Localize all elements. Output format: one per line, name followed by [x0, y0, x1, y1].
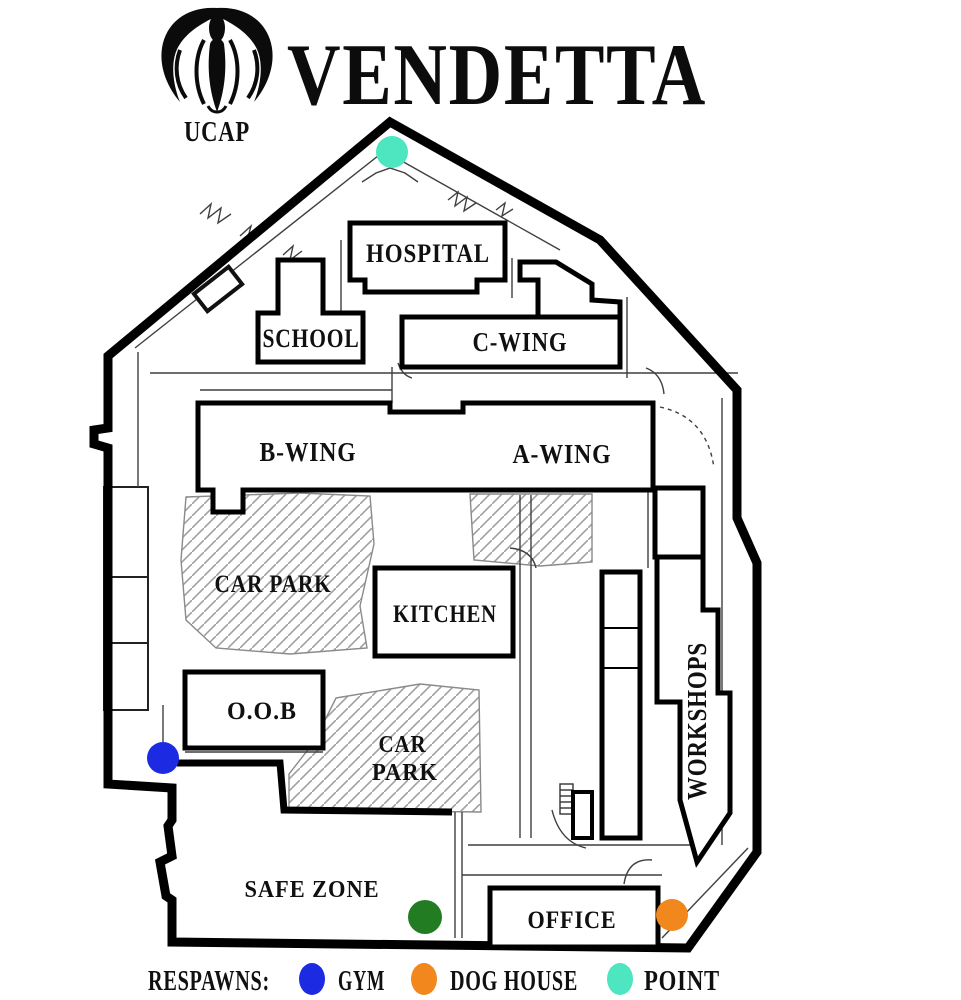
building-oob [182, 669, 326, 751]
label-car-park-upper: CAR PARK [215, 571, 332, 598]
label-hospital: HOSPITAL [366, 239, 490, 268]
header: UCAP VENDETTA [159, 5, 707, 148]
building-hospital [347, 220, 508, 295]
respawn-dot-dog-house [656, 899, 688, 931]
label-school: SCHOOL [263, 324, 360, 353]
label-oob: O.O.B [227, 698, 297, 725]
building-c-wing [399, 314, 623, 370]
page-title: VENDETTA [287, 27, 707, 124]
respawn-dots [147, 136, 688, 934]
respawn-dot-green [408, 900, 442, 934]
label-car-park-lower: CAR PARK [372, 732, 438, 786]
car-park-upper-zone [180, 492, 375, 655]
label-car-park-lower-line2: PARK [372, 760, 438, 786]
buildings [182, 220, 733, 950]
building-workshops-upper [652, 485, 706, 560]
respawn-dot-gym [147, 742, 179, 774]
respawn-dot-point [376, 136, 408, 168]
site-outer-boundary [89, 116, 762, 953]
label-a-wing: A-WING [513, 439, 612, 469]
label-office: OFFICE [528, 907, 617, 934]
legend-dot-dog-house [411, 963, 437, 995]
building-school [255, 257, 366, 365]
label-workshops: WORKSHOPS [682, 642, 712, 800]
legend: RESPAWNS: GYM DOG HOUSE POINT [148, 963, 720, 997]
building-office [487, 885, 661, 950]
building-kitchen [372, 565, 516, 659]
safe-zone-top-wall [177, 759, 453, 816]
legend-label-point: POINT [644, 966, 720, 997]
label-b-wing: B-WING [260, 437, 357, 467]
legend-label-dog-house: DOG HOUSE [450, 966, 578, 997]
legend-title: RESPAWNS: [148, 966, 270, 997]
legend-dot-gym [299, 963, 325, 995]
legend-label-gym: GYM [338, 966, 385, 997]
building-c-wing-annex [517, 259, 623, 320]
label-kitchen: KITCHEN [393, 601, 497, 628]
label-c-wing: C-WING [473, 327, 568, 357]
org-name: UCAP [184, 116, 250, 148]
stairs-icon [559, 783, 574, 815]
label-car-park-lower-line1: CAR [379, 732, 427, 758]
area-labels: HOSPITAL SCHOOL C-WING B-WING A-WING CAR… [215, 239, 713, 934]
hatched-zones [180, 492, 593, 813]
tilted-shed-outline [191, 263, 245, 315]
label-safe-zone: SAFE ZONE [245, 877, 380, 903]
ucap-logo-icon [159, 5, 275, 114]
building-workshops [654, 554, 733, 868]
central-corridor [559, 569, 643, 841]
legend-dot-point [607, 963, 633, 995]
